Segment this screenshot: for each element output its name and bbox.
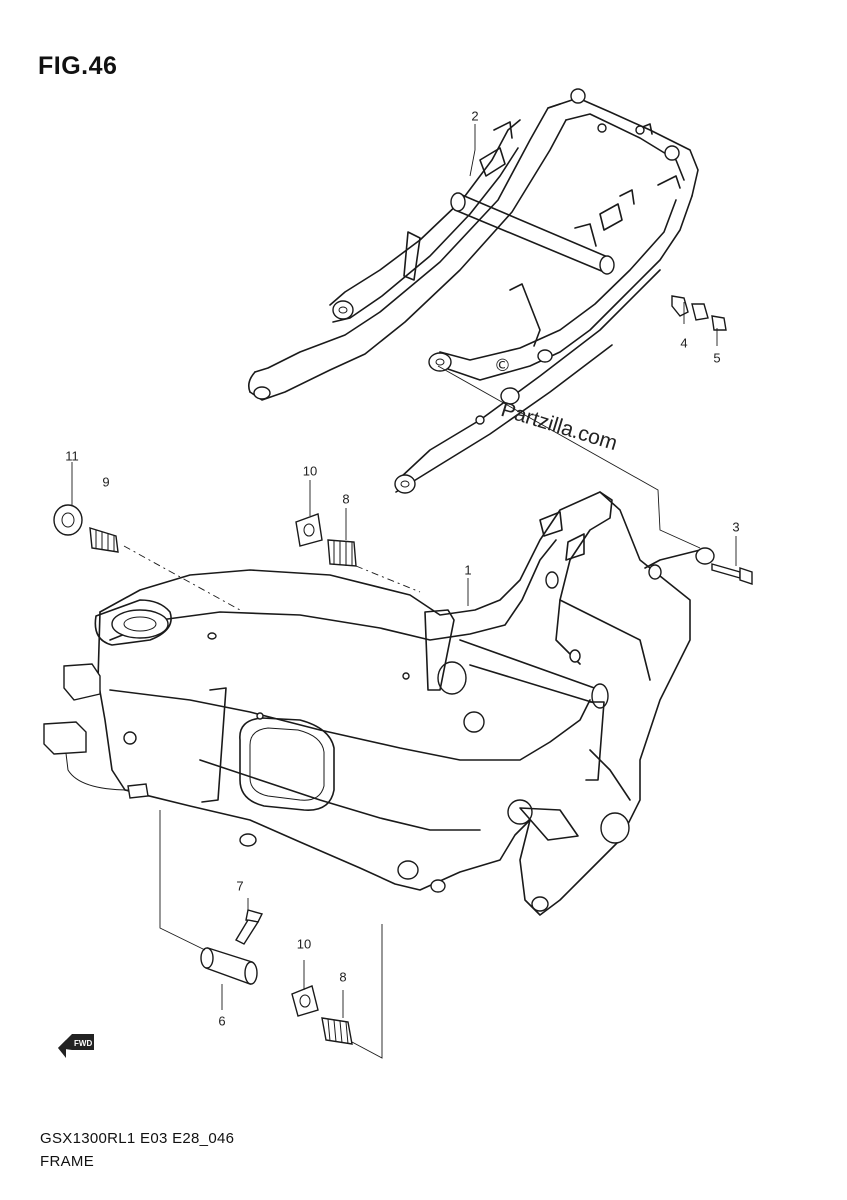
bushing-10-upper — [295, 513, 323, 547]
callout-8-lower: 8 — [339, 969, 347, 985]
nut-4 — [671, 295, 709, 321]
callout-5: 5 — [713, 350, 721, 366]
collar-6 — [200, 947, 258, 985]
callout-6: 6 — [218, 1013, 226, 1029]
spring-8-upper — [327, 539, 357, 567]
callout-11: 11 — [65, 448, 79, 464]
spring-9 — [89, 527, 119, 553]
callout-8-upper: 8 — [342, 491, 350, 507]
fwd-label: FWD — [74, 1039, 92, 1048]
copyright-symbol: © — [494, 356, 511, 376]
callout-3: 3 — [732, 519, 740, 535]
callout-7: 7 — [236, 878, 244, 894]
bolt-3 — [711, 563, 753, 585]
forward-arrow-icon: FWD — [58, 1034, 94, 1058]
spring-8-lower — [321, 1017, 353, 1045]
callout-4: 4 — [680, 335, 688, 351]
bolt-7 — [235, 909, 264, 945]
model-code: GSX1300RL1 E03 E28_046 — [40, 1130, 235, 1147]
callout-10-upper: 10 — [302, 463, 318, 479]
callout-1: 1 — [464, 562, 472, 578]
callout-10-lower: 10 — [296, 936, 312, 952]
callout-9: 9 — [102, 474, 110, 490]
main-frame — [43, 491, 715, 916]
cap-5 — [711, 315, 727, 331]
seat-rail-subframe — [248, 88, 699, 494]
figure-title: FIG.46 — [38, 52, 118, 80]
bushing-10-lower — [291, 985, 319, 1017]
leader-lines — [71, 124, 737, 1059]
bushing-11 — [53, 504, 83, 536]
figure-name: FRAME — [40, 1153, 94, 1170]
callout-2: 2 — [471, 108, 479, 124]
